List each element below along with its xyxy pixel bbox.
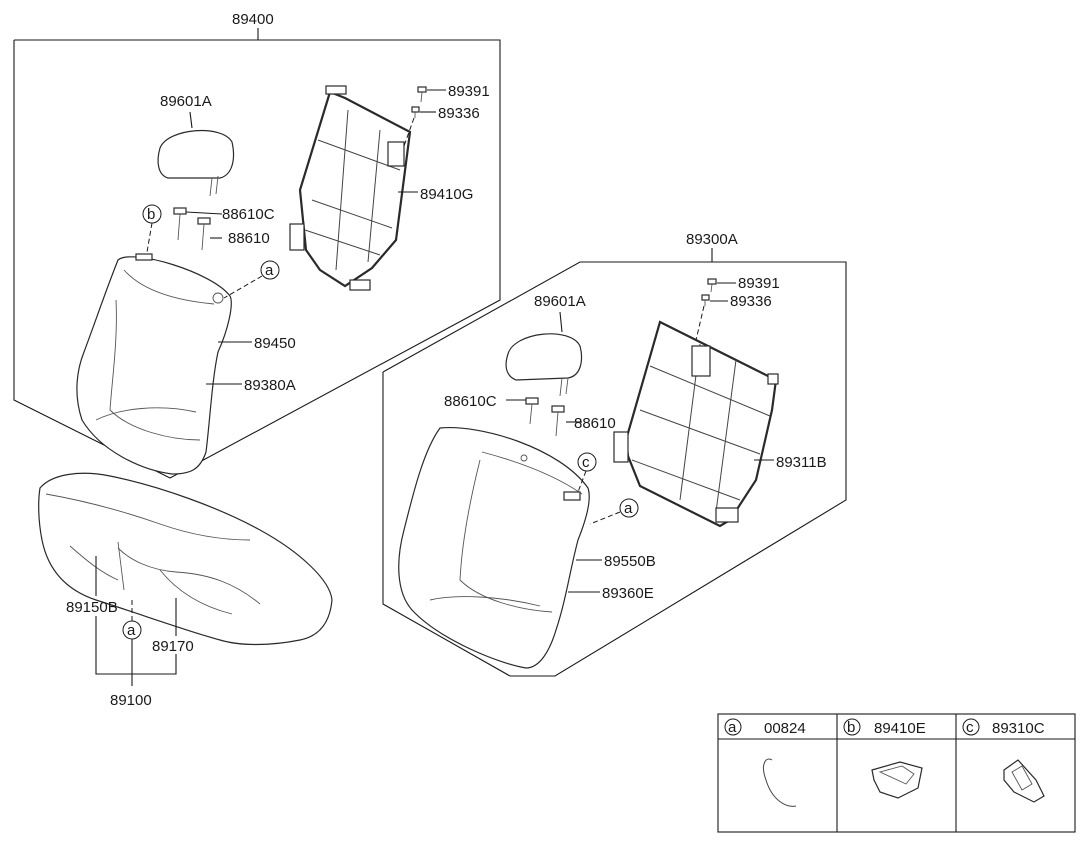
seatback-cover-right [398,426,590,669]
label-89550B: 89550B [604,553,656,570]
legend-cell-a: a 00824 [724,718,806,807]
headrest-left [157,111,235,197]
label-88610C-right: 88610C [444,393,497,410]
label-89170: 89170 [152,638,194,655]
left-seatback-group: 89400 89601A 88610C 88610 b [13,11,501,479]
label-89391-left: 89391 [448,83,490,100]
ref-c-circle [577,452,597,472]
ref-a-left-label: a [265,262,274,279]
legend-cell-b: b 89410E [843,718,926,799]
svg-text:b: b [847,719,855,736]
seatback-cover-left [76,253,232,475]
svg-text:a: a [728,719,737,736]
label-88610-right: 88610 [574,415,616,432]
legend-part-89410E: 89410E [874,720,926,737]
left-group-boundary [13,39,501,479]
headrest-guides-right [506,397,582,437]
label-89336-right: 89336 [730,293,772,310]
legend-cell-c: c 89310C [962,718,1045,803]
svg-text:c: c [966,719,974,736]
label-89450: 89450 [254,335,296,352]
ref-a-cushion-label: a [127,622,136,639]
bracket-clip-icon [1003,759,1045,803]
label-88610-left: 88610 [228,230,270,247]
label-89391-right: 89391 [738,275,780,292]
label-88610C-left: 88610C [222,206,275,223]
hook-wire-icon [763,758,797,807]
right-group-boundary [382,261,847,677]
label-89311B: 89311B [776,454,827,471]
legend-table: a 00824 b 89410E c 89310C [717,713,1076,833]
label-89150B: 89150B [66,599,118,616]
seat-cushion [38,472,333,646]
bolts-left [403,86,446,147]
right-seatback-group: 89300A 89391 89336 89601A [382,231,847,677]
headrest-right [505,311,583,397]
ref-b-label: b [147,206,155,223]
ref-a-right-circle [619,498,639,518]
label-89380A: 89380A [244,377,296,394]
ref-a-left-circle [260,260,280,280]
label-89100: 89100 [110,692,152,709]
ref-a-right-label: a [624,500,633,517]
label-89400: 89400 [232,11,274,28]
back-frame-right [613,320,779,528]
legend-part-00824: 00824 [764,720,806,737]
back-frame-left [289,85,412,291]
label-89410G: 89410G [420,186,473,203]
label-89336-left: 89336 [438,105,480,122]
label-89601A-left: 89601A [160,93,212,110]
label-89601A-right: 89601A [534,293,586,310]
ref-c-label: c [582,454,590,471]
bolts-right [695,278,736,341]
label-89300A: 89300A [686,231,738,248]
legend-part-89310C: 89310C [992,720,1045,737]
label-89360E: 89360E [602,585,654,602]
headrest-guides-left [173,207,223,251]
